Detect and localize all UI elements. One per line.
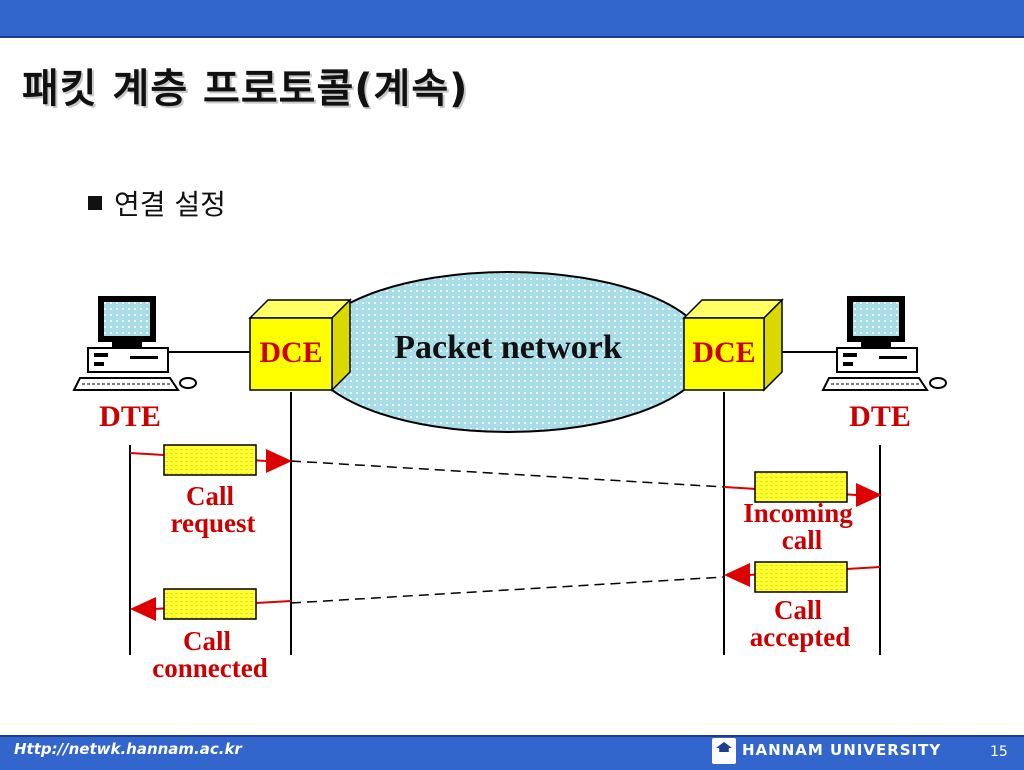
university-logo-icon (712, 738, 736, 764)
slide-title: 패킷 계층 프로토콜(계속) (22, 66, 469, 112)
top-bar (0, 0, 1024, 36)
network-label: Packet network (394, 329, 622, 366)
dce-left-box: DCE (248, 298, 352, 392)
dce-right-label: DCE (692, 336, 755, 369)
square-bullet-icon (88, 196, 102, 210)
packet-network-cloud: Packet network (307, 271, 709, 433)
network-path-request (290, 460, 725, 488)
call-accepted-label-2: accepted (750, 622, 850, 652)
connection-diagram: Packet network DCE DCE (72, 271, 947, 683)
computer-left-icon (72, 296, 197, 391)
top-bar-line (0, 36, 1024, 38)
footer-url-link[interactable]: Http://netwk.hannam.ac.kr (14, 740, 242, 758)
footer-university-name: HANNAM UNIVERSITY (742, 741, 942, 759)
call-accepted-label-1: Call (774, 595, 823, 625)
dte-right-label: DTE (849, 400, 911, 433)
page-number: 15 (990, 744, 1008, 760)
call-connected-label-1: Call (183, 626, 232, 656)
call-connected-label-2: connected (152, 653, 267, 683)
dce-right-box: DCE (682, 298, 784, 392)
call-request-label-2: request (171, 508, 256, 538)
incoming-call-label-1: Incoming (743, 498, 853, 528)
call-accepted-packet (724, 561, 881, 593)
call-connected-packet (130, 588, 292, 621)
dte-left-label: DTE (99, 400, 161, 433)
dce-left-label: DCE (259, 336, 322, 369)
bullet-text: 연결 설정 (114, 188, 226, 221)
computer-right-icon (821, 296, 947, 391)
call-request-label-1: Call (186, 481, 235, 511)
footer-bar (0, 735, 1024, 770)
incoming-call-packet (723, 471, 882, 507)
bullet-item: 연결 설정 (88, 183, 226, 223)
incoming-call-label-2: call (782, 525, 823, 555)
call-request-packet (129, 444, 292, 476)
network-path-accept (290, 576, 725, 604)
